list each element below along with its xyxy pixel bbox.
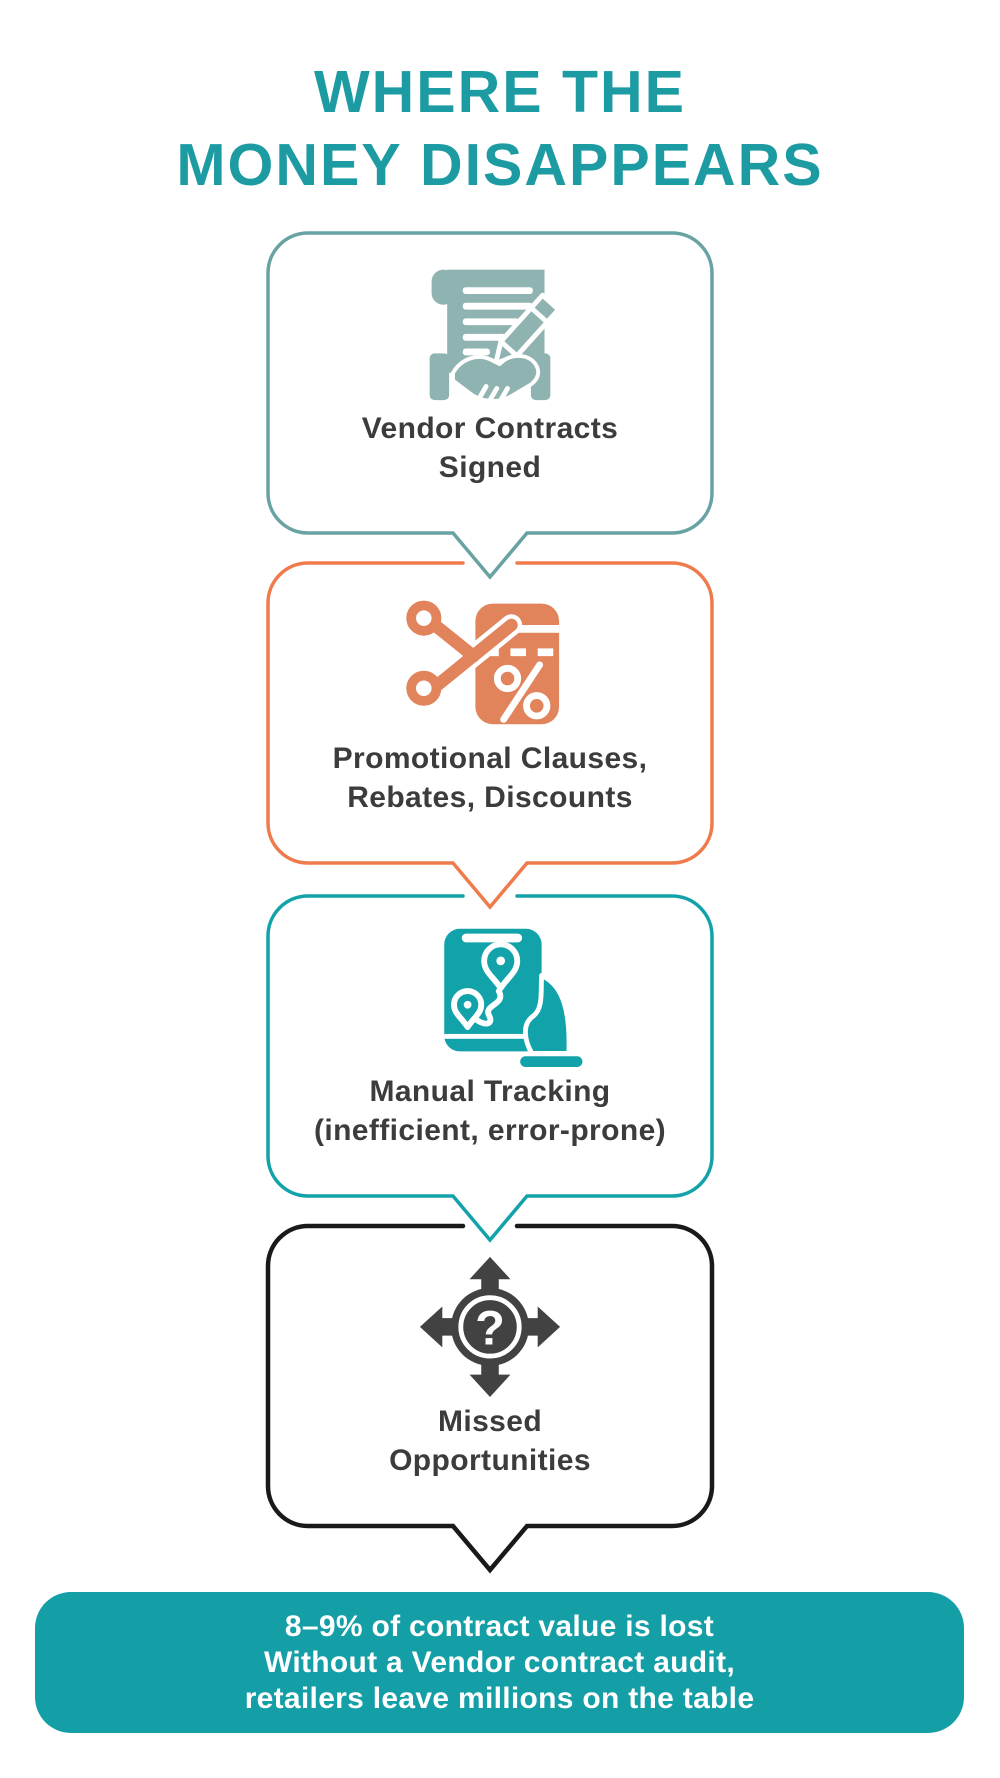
step-label-line: Vendor Contracts	[361, 412, 619, 445]
page-title-line-2: MONEY DISAPPEARS	[176, 132, 824, 198]
page-title: WHERE THE MONEY DISAPPEARS	[0, 56, 1000, 202]
step-bubble-vendor-contracts: Vendor Contracts Signed	[264, 229, 716, 581]
page-title-line-1: WHERE THE	[314, 59, 686, 125]
step-label: Promotional Clauses, Rebates, Discounts	[268, 739, 712, 817]
question-mark-icon: ?	[475, 1301, 505, 1355]
step-label-line: Promotional Clauses,	[332, 742, 648, 775]
discount-scissors-icon	[264, 587, 716, 735]
banner-line: Without a Vendor contract audit,	[263, 1645, 735, 1679]
step-label-line: Manual Tracking	[369, 1075, 611, 1108]
step-label: Missed Opportunities	[268, 1402, 712, 1480]
step-label-line: Opportunities	[389, 1444, 591, 1477]
contract-handshake-icon	[264, 257, 716, 405]
phone-map-tracking-icon	[264, 920, 716, 1068]
step-label-line: (inefficient, error-prone)	[313, 1114, 667, 1147]
step-bubble-promotional-clauses: Promotional Clauses, Rebates, Discounts	[264, 559, 716, 911]
conclusion-banner: 8–9% of contract value is lost Without a…	[35, 1592, 964, 1733]
step-label-line: Signed	[438, 451, 542, 484]
question-directions-icon: ?	[264, 1250, 716, 1398]
step-label-line: Rebates, Discounts	[347, 781, 633, 814]
banner-line: 8–9% of contract value is lost	[284, 1609, 715, 1643]
speech-bubble-outline	[266, 561, 714, 910]
banner-line: retailers leave millions on the table	[244, 1681, 755, 1715]
speech-bubble-outline	[266, 231, 714, 580]
step-bubble-missed-opportunities: ? Missed Opportunities	[264, 1222, 716, 1574]
step-label: Manual Tracking (inefficient, error-pron…	[268, 1072, 712, 1150]
step-label: Vendor Contracts Signed	[268, 409, 712, 487]
step-label-line: Missed	[437, 1405, 543, 1438]
step-bubble-manual-tracking: Manual Tracking (inefficient, error-pron…	[264, 892, 716, 1244]
speech-bubble-outline	[265, 1223, 715, 1574]
speech-bubble-outline	[266, 894, 714, 1243]
